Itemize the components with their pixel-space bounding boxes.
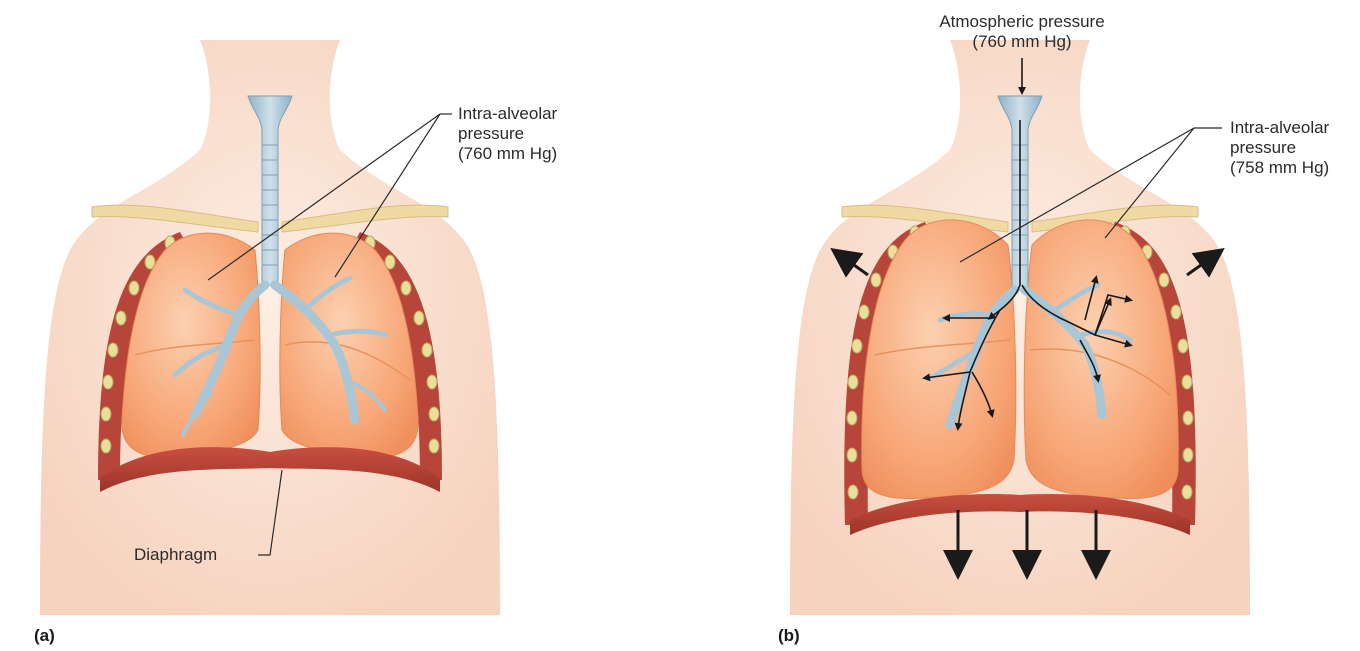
diaphragm-label: Diaphragm	[134, 545, 217, 565]
panel-a-letter: (a)	[34, 626, 55, 646]
panel-b-letter: (b)	[778, 626, 800, 646]
panel-b-figure	[790, 40, 1250, 615]
panel-a-figure	[40, 40, 500, 615]
intra-alveolar-label-b: Intra-alveolar pressure (758 mm Hg)	[1230, 118, 1329, 178]
intra-alveolar-label-a: Intra-alveolar pressure (760 mm Hg)	[458, 104, 557, 164]
atmospheric-pressure-label: Atmospheric pressure (760 mm Hg)	[922, 12, 1122, 52]
